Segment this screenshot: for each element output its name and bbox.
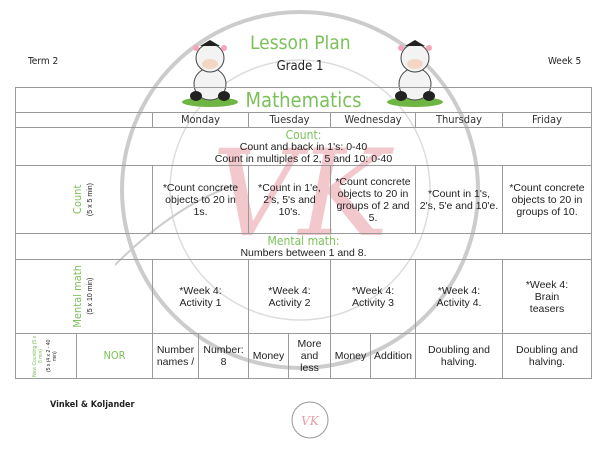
zebra-illustration-left	[182, 40, 238, 107]
count-cell-tuesday: *Count in 1'e, 2's, 5's and 10's.	[248, 165, 331, 234]
count-description: Count: Count and back in 1's: 0-40 Count…	[15, 127, 592, 166]
zebra-illustration-right	[387, 40, 443, 107]
day-header-tuesday: Tuesday	[248, 112, 331, 128]
watermark-seal: VK	[115, 10, 480, 370]
count-line-2: Count in multiples of 2, 5 and 10: 0-40	[214, 152, 393, 165]
week-label: Week 5	[548, 56, 582, 67]
mental-heading: Mental math:	[267, 233, 340, 248]
mental-label: Mental math	[71, 265, 84, 328]
count-cell-wednesday: *Count concrete objects to 20 in groups …	[330, 165, 416, 234]
count-row-label: Count (5 x 5 min)	[15, 165, 153, 234]
day-header-blank	[15, 112, 153, 128]
nor-small-duration: (5 x (4 x 2 - 40 min)	[46, 339, 58, 373]
day-header-monday: Monday	[152, 112, 249, 128]
mental-line-1: Numbers between 1 and 8.	[240, 246, 367, 259]
mental-cell-monday: *Week 4: Activity 1	[152, 259, 249, 334]
nor-cell-wednesday-a: Money	[330, 333, 371, 379]
grade-label: Grade 1	[276, 59, 324, 74]
mental-cell-wednesday: *Week 4: Activity 3	[330, 259, 416, 334]
nor-cell-tuesday-a: Money	[248, 333, 289, 379]
subject-heading: Mathematics	[15, 87, 592, 113]
count-line-1: Count and back in 1's: 0-40	[239, 140, 368, 153]
day-header-friday: Friday	[502, 112, 592, 128]
nor-cell-thursday: Doubling and halving.	[415, 333, 503, 379]
footer-logo-seal: VK	[291, 401, 329, 439]
footer-authors: Vinkel & Koljander	[50, 400, 135, 410]
nor-cell-monday-a: Number names /	[152, 333, 199, 379]
count-cell-thursday: *Count in 1's, 2's, 5'e and 10'e.	[415, 165, 503, 234]
count-cell-friday: *Count concrete objects to 20 in groups …	[502, 165, 592, 234]
nor-small-label-text: New Counting (5 x 8 min)	[32, 335, 44, 377]
day-header-thursday: Thursday	[415, 112, 503, 128]
nor-cell-tuesday-b: More and less	[288, 333, 331, 379]
count-cell-monday: *Count concrete objects to 20 in 1s.	[152, 165, 249, 234]
mental-cell-tuesday: *Week 4: Activity 2	[248, 259, 331, 334]
count-label: Count	[71, 184, 84, 215]
mental-cell-friday: *Week 4: Brain teasers	[502, 259, 592, 334]
term-label: Term 2	[28, 56, 59, 67]
mental-duration: (5 x 10 min)	[87, 278, 94, 315]
mental-description: Mental math: Numbers between 1 and 8.	[15, 233, 592, 260]
nor-cell-monday-b: Number: 8	[198, 333, 249, 379]
nor-small-label: New Counting (5 x 8 min) (5 x (4 x 2 - 4…	[15, 333, 77, 379]
nor-cell-wednesday-b: Addition	[370, 333, 416, 379]
page-title: Lesson Plan	[250, 32, 351, 54]
nor-cell-friday: Doubling and halving.	[502, 333, 592, 379]
nor-label: NOR	[76, 333, 153, 379]
svg-text:VK: VK	[301, 414, 320, 428]
day-header-wednesday: Wednesday	[330, 112, 416, 128]
count-heading: Count:	[285, 127, 322, 142]
count-duration: (5 x 5 min)	[87, 182, 94, 217]
mental-cell-thursday: *Week 4: Activity 4.	[415, 259, 503, 334]
mental-row-label: Mental math (5 x 10 min)	[15, 259, 153, 334]
svg-text:VK: VK	[212, 125, 395, 264]
